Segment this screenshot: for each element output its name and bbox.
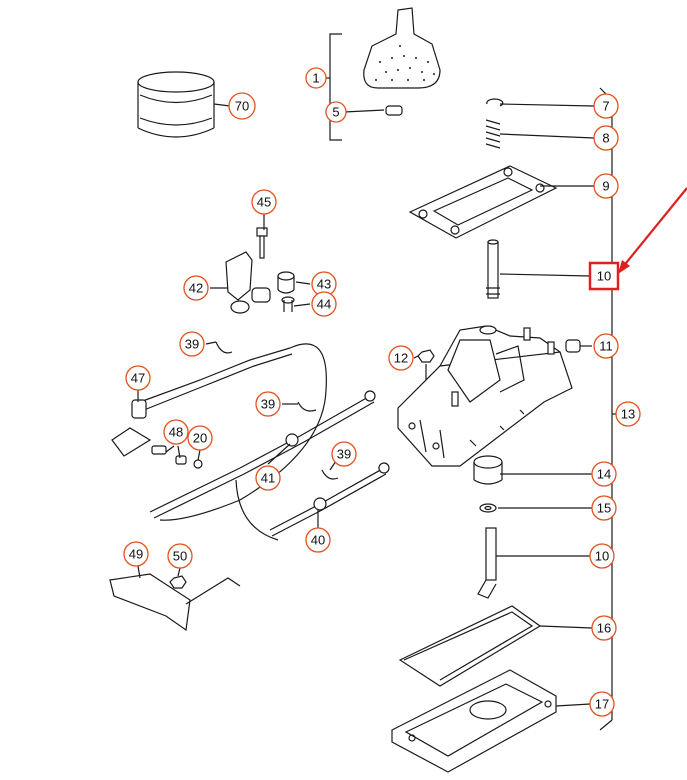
part-15-washer: [479, 503, 497, 513]
svg-text:14: 14: [597, 467, 611, 482]
part-39-clip-middle: [297, 401, 317, 412]
part-10-upper-shaft: [486, 239, 500, 299]
part-14-bush: [473, 455, 503, 485]
part-17-base-plate: [391, 669, 557, 773]
callout-5: 5: [325, 101, 347, 123]
callout-42: 42: [183, 275, 209, 301]
svg-text:45: 45: [257, 195, 271, 210]
part-8-spring: [485, 119, 501, 149]
svg-text:44: 44: [317, 297, 331, 312]
callout-70: 70: [228, 92, 256, 120]
highlight-arrow: [618, 187, 687, 274]
svg-text:10: 10: [595, 549, 609, 564]
svg-text:47: 47: [131, 371, 145, 386]
callout-10-highlighted: 10: [588, 261, 620, 291]
svg-text:13: 13: [621, 407, 635, 422]
svg-text:39: 39: [261, 397, 275, 412]
part-70-ring: [137, 71, 215, 138]
callout-10-lower: 10: [589, 543, 615, 569]
part-39-clip-lower: [321, 469, 339, 480]
part-9-gasket: [408, 165, 558, 239]
part-39-clip-top: [215, 341, 233, 354]
part-7-circlip: [486, 98, 504, 107]
callout-39-lower: 39: [331, 441, 357, 467]
callout-12: 12: [388, 345, 414, 371]
part-10-lower-shaft: [477, 527, 497, 599]
callout-7: 7: [593, 93, 619, 119]
part-49-lever: [109, 573, 241, 632]
part-16-seal: [398, 605, 542, 687]
svg-text:20: 20: [193, 431, 207, 446]
callout-15: 15: [591, 495, 617, 521]
callout-44: 44: [311, 291, 337, 317]
callout-41: 41: [255, 465, 281, 491]
part-40-cable: [235, 462, 390, 541]
callout-20: 20: [187, 425, 213, 451]
callout-9: 9: [593, 173, 619, 199]
callout-40: 40: [305, 527, 331, 553]
part-11-nut: [565, 339, 581, 353]
svg-text:49: 49: [129, 547, 143, 562]
callout-39-middle: 39: [255, 391, 281, 417]
svg-text:42: 42: [189, 281, 203, 296]
svg-text:16: 16: [597, 621, 611, 636]
part-1-gear-knob: [363, 7, 441, 89]
part-20-nut: [193, 459, 203, 469]
callout-17: 17: [589, 691, 615, 717]
part-13-housing: [397, 325, 573, 467]
part-47-cable: [111, 343, 327, 521]
callout-45: 45: [251, 189, 277, 215]
part-48-bolt: [151, 445, 187, 465]
svg-text:1: 1: [312, 71, 319, 86]
svg-text:70: 70: [235, 99, 249, 114]
svg-text:43: 43: [317, 277, 331, 292]
callout-39-top: 39: [179, 331, 205, 357]
svg-text:10: 10: [597, 269, 611, 284]
part-50-nut: [169, 575, 187, 589]
svg-text:50: 50: [173, 549, 187, 564]
callout-14: 14: [591, 461, 617, 487]
svg-text:12: 12: [394, 351, 408, 366]
svg-text:40: 40: [311, 533, 325, 548]
svg-text:15: 15: [597, 501, 611, 516]
callout-47: 47: [125, 365, 151, 391]
callout-16: 16: [591, 615, 617, 641]
svg-text:39: 39: [337, 447, 351, 462]
part-45-screw: [256, 227, 268, 259]
callout-50: 50: [167, 543, 193, 569]
part-42-bracket: [225, 251, 271, 314]
callout-1: 1: [305, 67, 327, 89]
svg-text:17: 17: [595, 697, 609, 712]
callout-49: 49: [123, 541, 149, 567]
part-43-bush: [277, 271, 295, 294]
callout-13: 13: [615, 401, 641, 427]
svg-text:41: 41: [261, 471, 275, 486]
svg-text:7: 7: [602, 99, 609, 114]
callout-48: 48: [163, 419, 189, 445]
svg-text:11: 11: [599, 339, 613, 354]
svg-text:39: 39: [185, 337, 199, 352]
svg-text:9: 9: [602, 179, 609, 194]
callout-8: 8: [593, 125, 619, 151]
svg-text:8: 8: [602, 131, 609, 146]
leader-lines: [137, 77, 616, 707]
svg-text:5: 5: [332, 105, 339, 120]
svg-text:48: 48: [169, 425, 183, 440]
part-5-clip: [385, 105, 403, 116]
callout-11: 11: [593, 333, 619, 359]
part-44-pin: [281, 296, 295, 312]
